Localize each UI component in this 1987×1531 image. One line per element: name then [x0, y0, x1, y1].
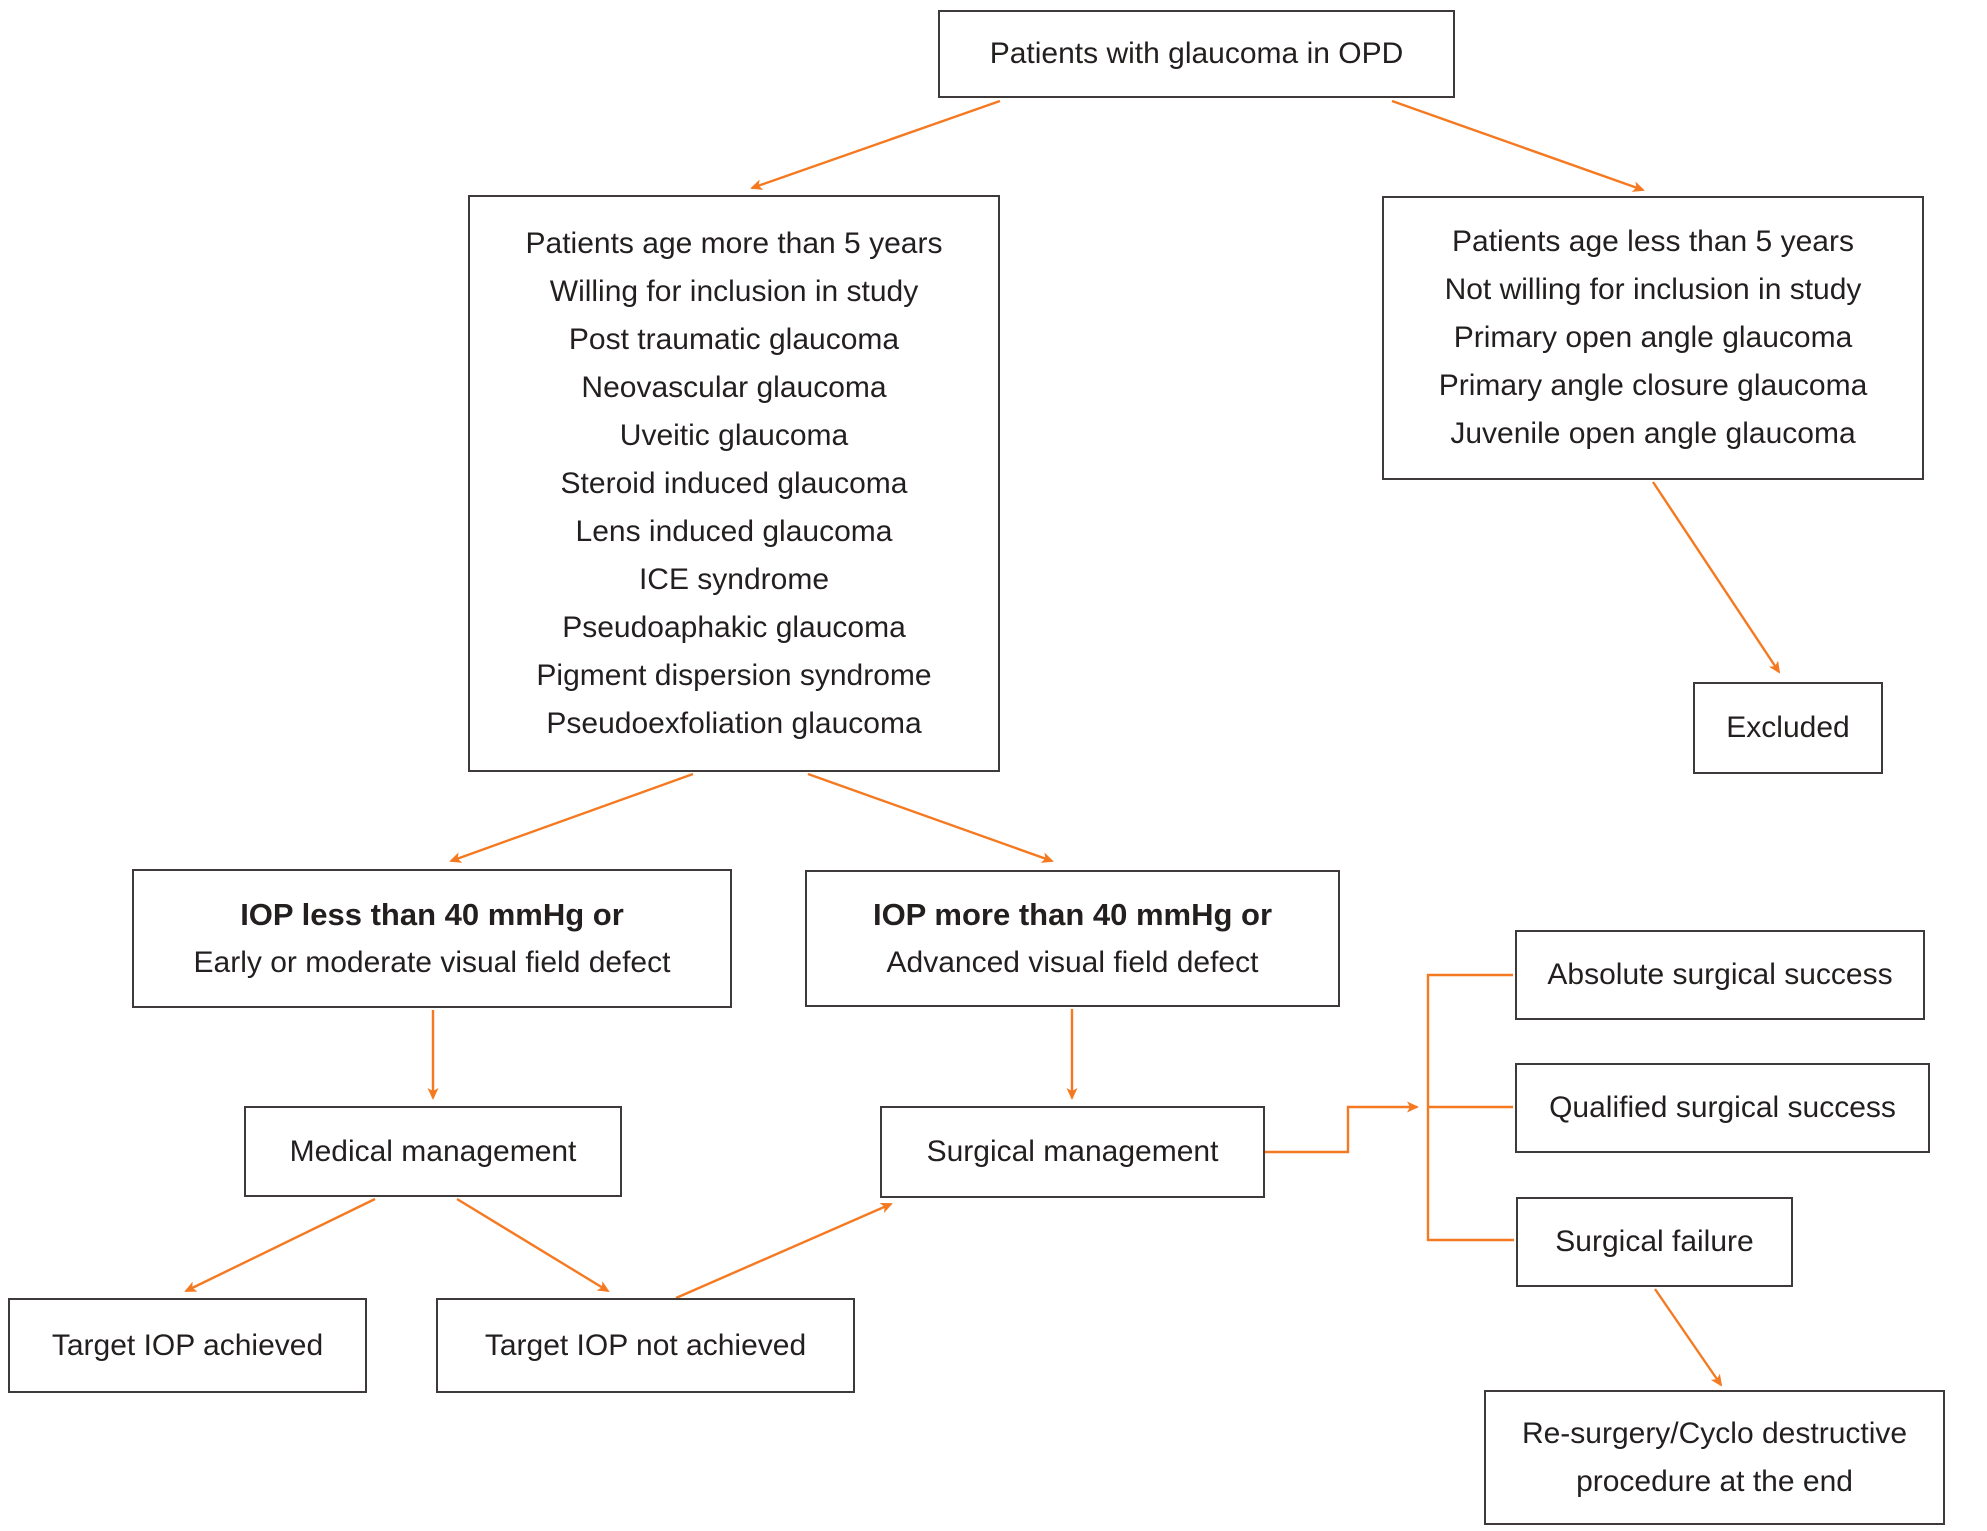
- node-label: Qualified surgical success: [1549, 1091, 1896, 1124]
- inclusion-line: Pigment dispersion syndrome: [536, 658, 932, 692]
- node-label: Target IOP not achieved: [484, 1328, 807, 1362]
- arrow-medical-to-target-achieved: [184, 1197, 376, 1293]
- inclusion-line: Pseudoexfoliation glaucoma: [546, 706, 922, 740]
- inclusion-line: Steroid induced glaucoma: [560, 466, 908, 500]
- arrow-failure-to-resurgery: [1654, 1288, 1723, 1387]
- node-label: Surgical management: [926, 1135, 1219, 1168]
- inclusion-line: Neovascular glaucoma: [581, 370, 887, 404]
- arrow-inclusion-to-iop-low: [449, 772, 694, 863]
- node-label: Excluded: [1726, 711, 1850, 744]
- node-medical-management: Medical management: [244, 1106, 622, 1197]
- node-iop-more-than-40: IOP more than 40 mmHg or Advanced visual…: [805, 870, 1340, 1007]
- exclusion-line: Not willing for inclusion in study: [1444, 273, 1862, 306]
- node-patients-with-glaucoma-opd: Patients with glaucoma in OPD: [938, 10, 1455, 98]
- node-inclusion-criteria: Patients age more than 5 years Willing f…: [468, 195, 1000, 772]
- outcomes-bracket: [1426, 973, 1514, 1242]
- node-label: Surgical failure: [1555, 1225, 1754, 1258]
- arrow-opd-to-inclusion: [750, 99, 1001, 190]
- node-exclusion-criteria: Patients age less than 5 years Not willi…: [1382, 196, 1924, 480]
- node-resurgery-cyclodestructive: Re-surgery/Cyclo destructive procedure a…: [1484, 1390, 1945, 1525]
- node-target-iop-achieved: Target IOP achieved: [8, 1298, 367, 1393]
- arrow-target-not-achieved-to-surgical: [675, 1202, 893, 1300]
- node-label: Target IOP achieved: [51, 1328, 324, 1362]
- node-label: procedure at the end: [1576, 1464, 1853, 1498]
- exclusion-line: Juvenile open angle glaucoma: [1450, 417, 1856, 450]
- exclusion-line: Primary angle closure glaucoma: [1438, 369, 1868, 402]
- exclusion-line: Primary open angle glaucoma: [1453, 321, 1853, 354]
- node-label-bold: IOP more than 40 mmHg or: [872, 896, 1273, 932]
- node-iop-less-than-40: IOP less than 40 mmHg or Early or modera…: [132, 869, 732, 1008]
- node-label: Advanced visual field defect: [886, 945, 1259, 979]
- inclusion-line: Willing for inclusion in study: [549, 274, 919, 308]
- node-label-bold: IOP less than 40 mmHg or: [240, 896, 624, 932]
- node-qualified-surgical-success: Qualified surgical success: [1515, 1063, 1930, 1153]
- inclusion-line: Post traumatic glaucoma: [568, 322, 900, 356]
- node-label: Medical management: [289, 1134, 577, 1168]
- arrow-exclusion-to-excluded: [1651, 481, 1781, 674]
- exclusion-line: Patients age less than 5 years: [1452, 225, 1854, 258]
- arrow-inclusion-to-iop-high: [807, 772, 1054, 863]
- node-surgical-management: Surgical management: [880, 1106, 1265, 1198]
- inclusion-line: Pseudoaphakic glaucoma: [562, 610, 906, 644]
- arrow-surgical-to-outcomes: [1265, 1101, 1419, 1154]
- inclusion-line: Uveitic glaucoma: [619, 418, 849, 452]
- node-surgical-failure: Surgical failure: [1516, 1197, 1793, 1287]
- node-target-iop-not-achieved: Target IOP not achieved: [436, 1298, 855, 1393]
- inclusion-line: Patients age more than 5 years: [525, 226, 943, 260]
- inclusion-line: Lens induced glaucoma: [575, 514, 893, 548]
- node-label: Patients with glaucoma in OPD: [989, 37, 1404, 70]
- node-label: Early or moderate visual field defect: [193, 945, 671, 979]
- node-absolute-surgical-success: Absolute surgical success: [1515, 930, 1925, 1020]
- arrow-opd-to-exclusion: [1391, 99, 1645, 192]
- inclusion-line: ICE syndrome: [638, 562, 830, 596]
- arrow-medical-to-target-not-achieved: [456, 1197, 610, 1293]
- node-label: Absolute surgical success: [1547, 958, 1893, 991]
- node-label: Re-surgery/Cyclo destructive: [1521, 1416, 1908, 1450]
- node-excluded: Excluded: [1693, 682, 1883, 774]
